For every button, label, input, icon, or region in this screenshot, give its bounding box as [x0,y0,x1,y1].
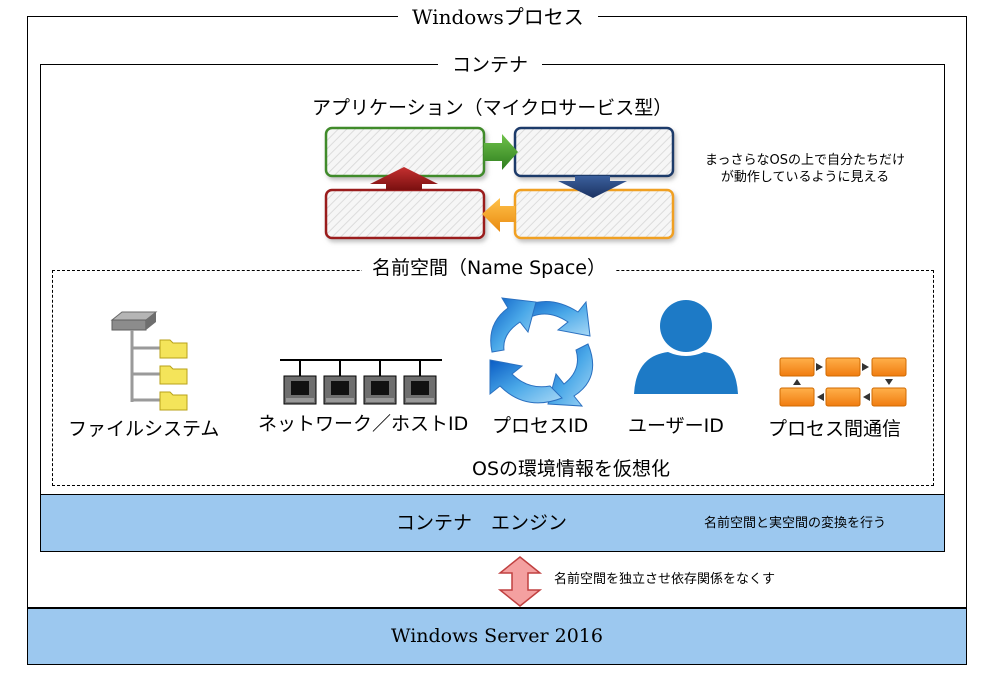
namespace-item-filesystem: ファイルシステム [68,418,220,440]
service-box-red [324,188,486,240]
container-title: コンテナ [438,54,543,76]
namespace-item-ipc: プロセス間通信 [768,418,902,440]
network-hosts-icon [280,359,442,405]
container-engine-bar [40,494,945,552]
host-os-title: Windows Server 2016 [391,625,603,647]
host-os-bar [27,608,967,665]
cycle-arrows-icon [489,297,594,407]
namespace-item-user-id: ユーザーID [628,415,724,437]
namespace-item-network: ネットワーク／ホストID [258,413,469,435]
flow-arrow-left [482,198,515,232]
user-icon [634,300,738,394]
folder-tree-icon [110,311,188,411]
service-box-navy [513,126,675,178]
double-arrow-icon [497,556,543,607]
namespace-item-process-id: プロセスID [492,415,589,437]
container-engine-note: 名前空間と実空間の変換を行う [704,516,887,531]
ipc-blocks-icon [779,357,907,407]
namespace-summary: OSの環境情報を仮想化 [472,458,671,480]
isolation-note: 名前空間を独立させ依存関係をなくす [554,572,776,587]
container-engine-title: コンテナ エンジン [396,512,568,534]
windows-process-title: Windowsプロセス [398,5,598,29]
flow-arrow-up [370,167,438,190]
flow-arrow-down [558,176,627,198]
application-title: アプリケーション（マイクロサービス型） [312,97,673,119]
application-note-line2: が動作しているように見える [720,170,890,185]
application-note-line1: まっさらなOSの上で自分たちだけ [705,153,905,168]
namespace-title: 名前空間（Name Space） [362,256,616,280]
flow-arrow-right [484,134,518,170]
